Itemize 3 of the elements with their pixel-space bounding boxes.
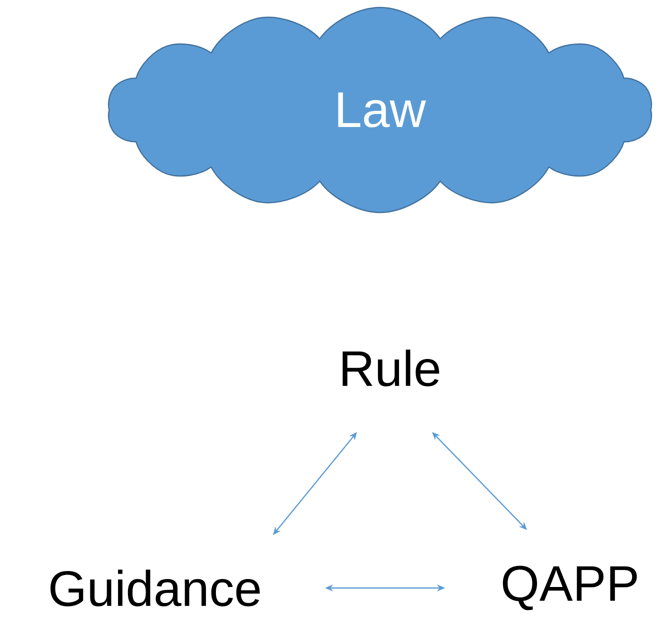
text-label: QAPP xyxy=(502,566,637,610)
text-label: Guidance xyxy=(50,570,260,606)
text-label: Rule xyxy=(342,350,440,386)
